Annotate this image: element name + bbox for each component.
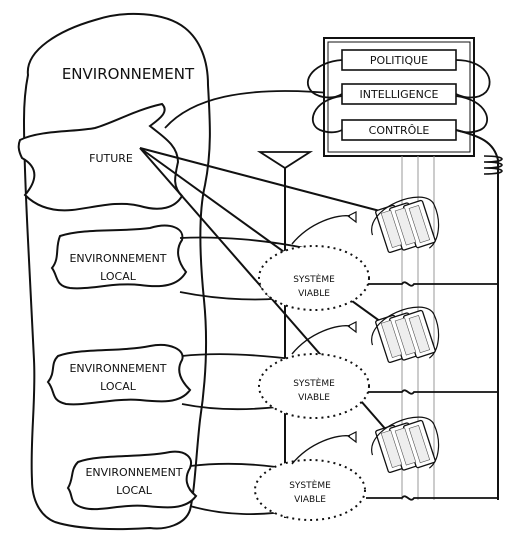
local-env-1-line1: ENVIRONNEMENT xyxy=(69,252,166,265)
metasystem-loop-left-2 xyxy=(311,95,343,134)
politique-box xyxy=(341,49,457,71)
ellipse-unit-arc-3 xyxy=(291,435,351,465)
viable-system-1-line2: VIABLE xyxy=(298,289,330,299)
viable-system-3-line2: VIABLE xyxy=(294,495,326,505)
intelligence-box xyxy=(341,83,457,105)
controle-label: CONTRÔLE xyxy=(369,124,430,137)
viable-system-3-line1: SYSTÈME xyxy=(289,479,331,491)
viable-system-1-line1: SYSTÈME xyxy=(293,273,335,285)
local-env-1-line2: LOCAL xyxy=(100,270,137,283)
intelligence-label: INTELLIGENCE xyxy=(360,88,439,101)
right-trunk xyxy=(455,129,499,500)
trunk-coil xyxy=(483,155,503,175)
viable-system-ellipse-2 xyxy=(258,353,370,419)
viable-system-2-line2: VIABLE xyxy=(298,393,330,403)
viable-system-ellipse-1 xyxy=(258,245,370,311)
environment-title: ENVIRONNEMENT xyxy=(62,65,195,83)
local-env-3-line2: LOCAL xyxy=(116,484,153,497)
future-link-2 xyxy=(139,147,396,333)
arrow-icon xyxy=(346,211,357,224)
politique-label: POLITIQUE xyxy=(370,54,428,67)
local-environment-cloud-3 xyxy=(66,450,198,511)
ellipse-unit-arc-2 xyxy=(291,325,351,355)
local-env-2-line2: LOCAL xyxy=(100,380,137,393)
local-environment-cloud-2 xyxy=(46,344,192,406)
ellipse-unit-arc-1 xyxy=(291,215,351,245)
intelligence-environment-link xyxy=(164,90,341,129)
viable-system-2-line1: SYSTÈME xyxy=(293,377,335,389)
future-link-1 xyxy=(139,147,396,216)
future-label: FUTURE xyxy=(89,152,133,165)
antenna-icon xyxy=(256,151,314,170)
local-env-3-line1: ENVIRONNEMENT xyxy=(85,466,182,479)
operation-trunk-links xyxy=(366,281,498,501)
arrow-icon xyxy=(346,321,357,334)
local-env-2-line1: ENVIRONNEMENT xyxy=(69,362,166,375)
local-environment-cloud-1 xyxy=(50,224,188,290)
arrow-icon xyxy=(346,431,357,444)
viable-system-ellipse-3 xyxy=(254,459,366,521)
